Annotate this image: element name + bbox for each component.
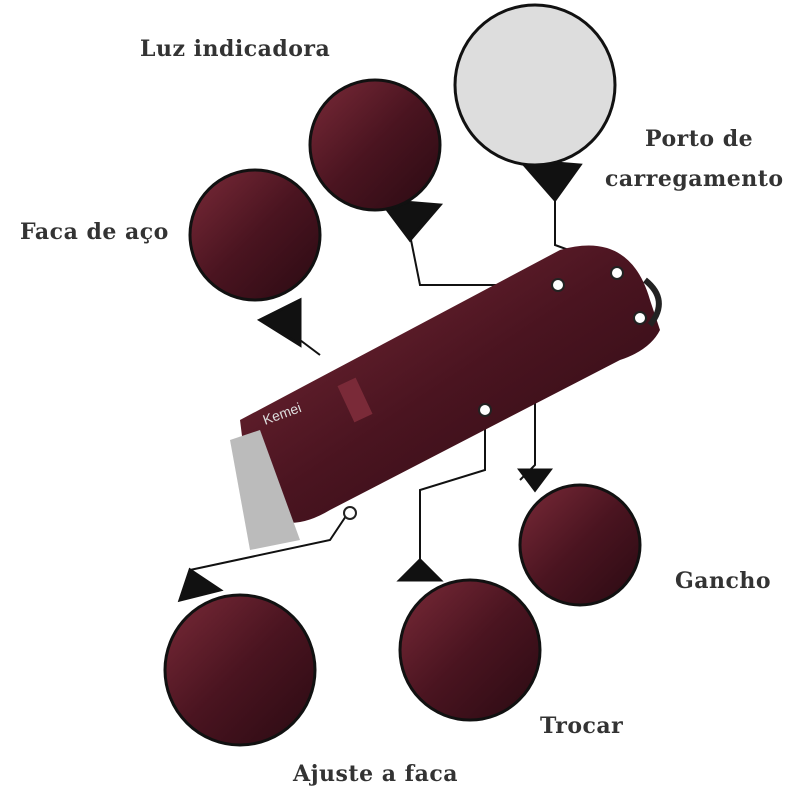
label-steel-blade: Faca de aço bbox=[20, 219, 169, 245]
label-indicator-light: Luz indicadora bbox=[140, 36, 331, 62]
markers bbox=[343, 266, 647, 520]
label-charging-port-line1: Porto de bbox=[645, 126, 754, 152]
label-switch: Trocar bbox=[540, 713, 624, 739]
label-hook: Gancho bbox=[675, 568, 772, 594]
detail-circles bbox=[163, 3, 642, 747]
clipper-body: Kemei bbox=[230, 245, 662, 550]
label-blade-adjust: Ajuste a faca bbox=[293, 761, 459, 787]
label-charging-port-line2: carregamento bbox=[605, 166, 784, 192]
